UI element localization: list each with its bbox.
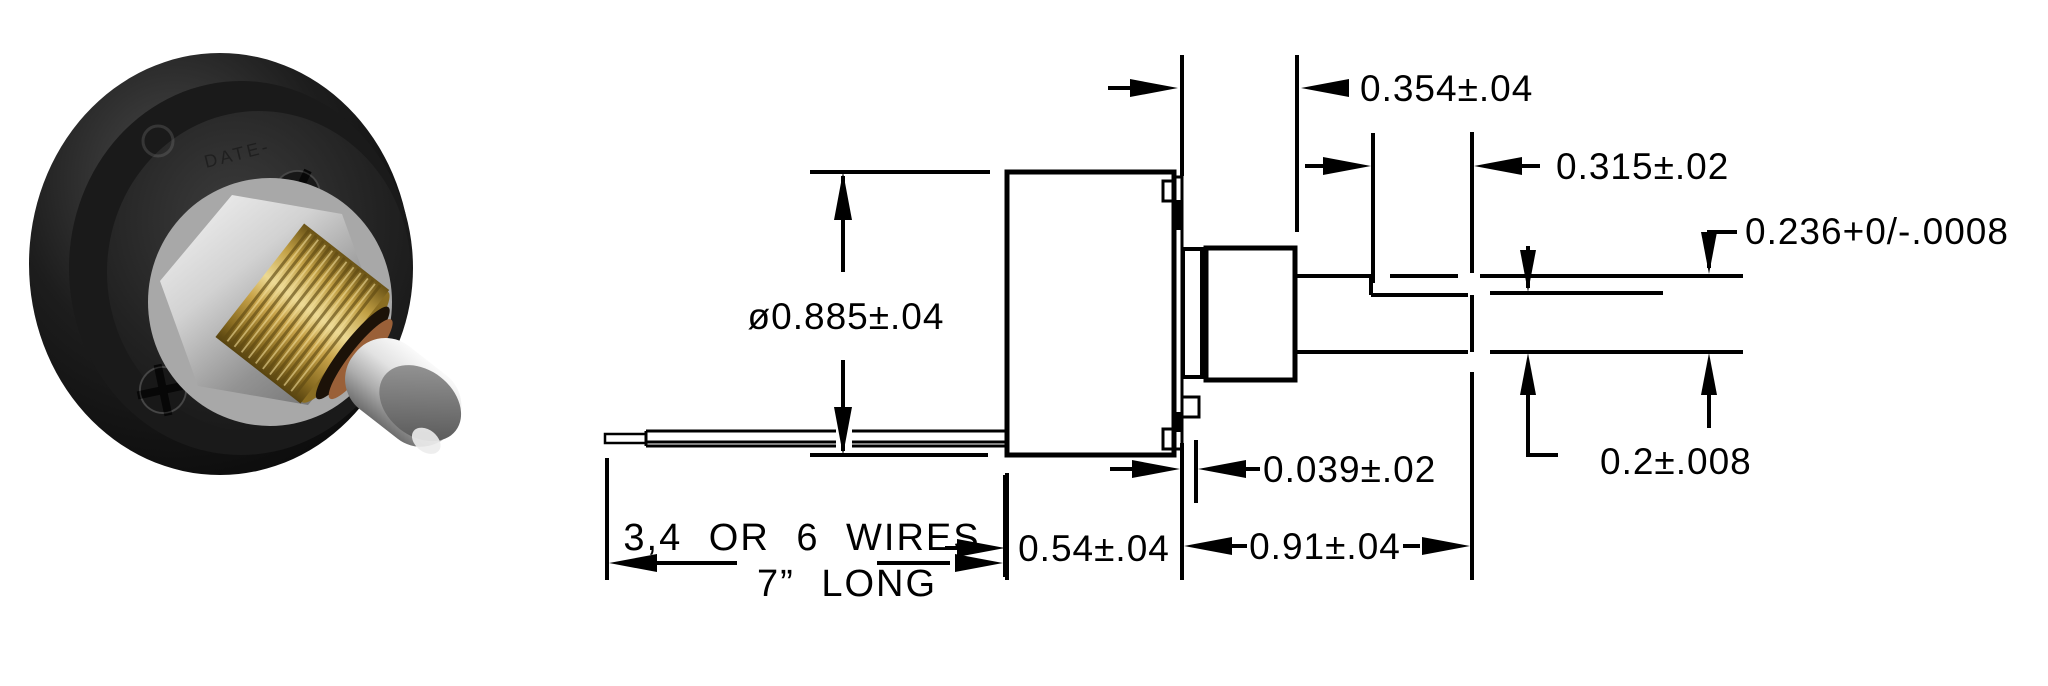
thread-highlights	[226, 233, 376, 392]
dim-shaft-length: 0.91±.04	[1184, 526, 1470, 567]
outline-shaft	[1295, 274, 1743, 354]
dim-bushing-length: 0.354±.04	[1108, 55, 1533, 232]
dim-shaft-diameter: 0.236+0/-.0008	[1701, 211, 2009, 428]
plate-tab-top	[1161, 179, 1177, 203]
thread-lines	[221, 229, 382, 397]
lower-extension-lines	[605, 372, 1474, 580]
wires-note-line1: 3,4 OR 6 WIRES	[623, 517, 980, 559]
bushing	[1203, 245, 1298, 383]
bushing-shaft-group	[215, 223, 462, 454]
plate-mark-bottom	[1173, 412, 1183, 432]
brand-stamp-icon	[141, 124, 175, 158]
lead-wires	[603, 429, 1006, 448]
dim-flat-height-label: 0.2±.008	[1600, 441, 1752, 482]
dimension-drawing: ø0.885±.04 0.354±.04 0.315±.02	[603, 55, 2009, 605]
dim-body-diameter-label: ø0.885±.04	[748, 296, 945, 337]
dim-shaft-diameter-label: 0.236+0/-.0008	[1745, 211, 2009, 252]
dim-body-length: 0.54±.04	[945, 528, 1170, 569]
dim-body-length-label: 0.54±.04	[1018, 528, 1170, 569]
washer	[1181, 247, 1204, 379]
dim-flat-height: 0.2±.008	[1520, 246, 1752, 482]
wire-stripped-tip	[603, 432, 648, 445]
product-photo: DATE-	[29, 53, 462, 475]
plate-tab-bottom	[1161, 427, 1177, 451]
plate-mark-top	[1173, 200, 1183, 230]
dim-wires: 3,4 OR 6 WIRES 7” LONG	[609, 517, 1003, 605]
outline-body	[1004, 169, 1298, 458]
dim-shaft-length-label: 0.91±.04	[1249, 526, 1401, 567]
dim-bushing-length-label: 0.354±.04	[1360, 68, 1533, 109]
anti-rotation-lug	[1180, 395, 1201, 419]
shaft-tip-highlight	[411, 427, 441, 454]
shaft-flat-facet	[379, 365, 462, 442]
dim-body-diameter: ø0.885±.04	[748, 170, 990, 457]
dim-flat-length: 0.315±.02	[1305, 132, 1729, 283]
wires-note-line2: 7” LONG	[757, 563, 937, 605]
dim-washer-thickness: 0.039±.02	[1110, 440, 1436, 503]
dim-flat-length-label: 0.315±.02	[1556, 146, 1729, 187]
dim-washer-thickness-label: 0.039±.02	[1263, 449, 1436, 490]
